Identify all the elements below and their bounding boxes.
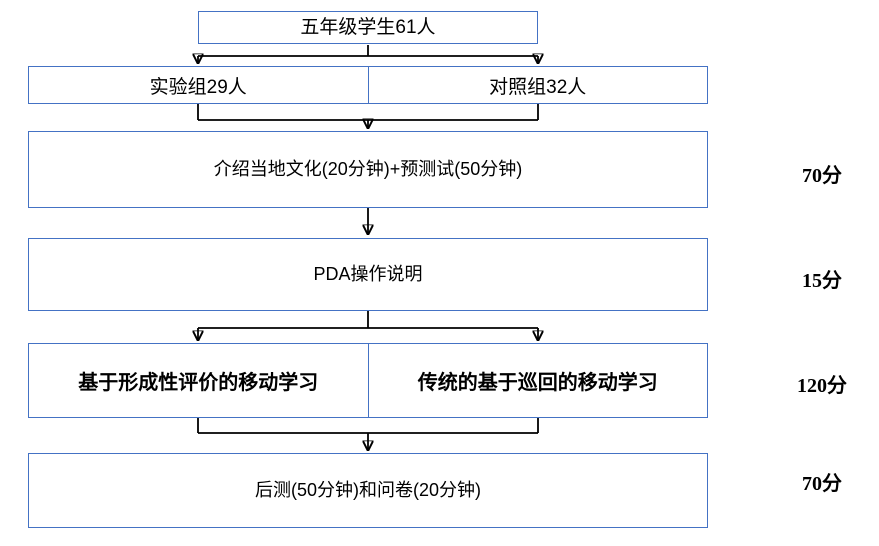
split-connector-pda	[198, 311, 538, 329]
split-connector-top	[198, 45, 538, 57]
node-groups-row: 实验组29人 对照组32人	[28, 66, 708, 104]
node-branches-row: 基于形成性评价的移动学习 传统的基于巡回的移动学习	[28, 343, 708, 418]
node-experimental-group: 实验组29人	[29, 67, 369, 103]
node-control-group-label: 对照组32人	[489, 76, 587, 98]
node-intro-pretest: 介绍当地文化(20分钟)+预测试(50分钟)	[28, 131, 708, 208]
node-posttest-questionnaire-label: 后测(50分钟)和问卷(20分钟)	[254, 480, 482, 501]
merge-connector-branches	[197, 418, 539, 434]
node-pda-instructions-label: PDA操作说明	[313, 264, 423, 285]
node-traditional-mobile-learning: 传统的基于巡回的移动学习	[369, 344, 708, 417]
node-students-label: 五年级学生61人	[300, 16, 436, 38]
node-posttest-questionnaire: 后测(50分钟)和问卷(20分钟)	[28, 453, 708, 528]
node-formative-mobile-learning: 基于形成性评价的移动学习	[29, 344, 369, 417]
duration-intro-pretest: 70分	[802, 165, 842, 187]
node-experimental-group-label: 实验组29人	[149, 76, 247, 98]
node-traditional-mobile-learning-label: 传统的基于巡回的移动学习	[417, 372, 658, 394]
node-pda-instructions: PDA操作说明	[28, 238, 708, 311]
node-formative-mobile-learning-label: 基于形成性评价的移动学习	[78, 372, 319, 394]
merge-connector-groups	[197, 104, 539, 121]
node-intro-pretest-label: 介绍当地文化(20分钟)+预测试(50分钟)	[213, 159, 523, 180]
node-students: 五年级学生61人	[198, 11, 538, 44]
duration-pda-instructions: 15分	[802, 270, 842, 292]
node-control-group: 对照组32人	[369, 67, 708, 103]
duration-mobile-learning: 120分	[797, 375, 847, 397]
duration-posttest-questionnaire: 70分	[802, 473, 842, 495]
